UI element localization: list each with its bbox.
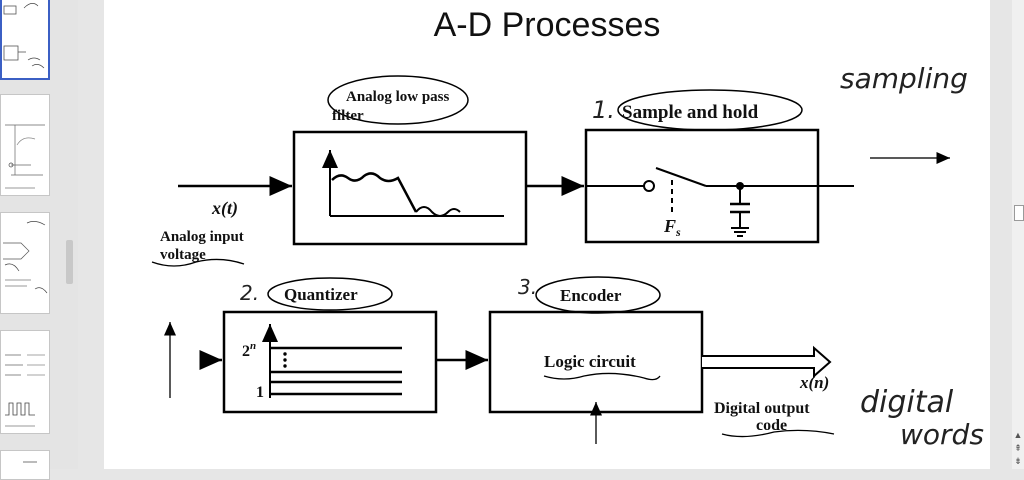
input-label-underline	[151, 258, 245, 267]
thumbnail-scrollbar[interactable]	[64, 0, 74, 469]
sample-hold-label-circle	[617, 89, 803, 131]
slide-scrollbar-thumb[interactable]	[1014, 205, 1024, 221]
quantizer-block	[222, 310, 438, 414]
slide-canvas: A-D Processes Analog low pass filter x(t…	[104, 0, 990, 469]
slide-thumbnail-4[interactable]	[0, 330, 50, 434]
logic-underline	[543, 372, 661, 381]
filter-block	[292, 130, 528, 246]
sample-hold-block	[584, 128, 854, 244]
previous-slide-icon[interactable]: ⇞	[1014, 443, 1022, 453]
step-3-annotation: 3.	[518, 275, 537, 299]
quantizer-bottom-level: 1	[256, 384, 264, 401]
encoder-label: Encoder	[560, 286, 622, 305]
sample-hold-label: Sample and hold	[622, 102, 759, 123]
slide-thumbnail-1[interactable]	[0, 0, 50, 80]
scroll-up-icon[interactable]: ▲	[1013, 430, 1023, 440]
next-slide-icon[interactable]: ⇟	[1014, 456, 1022, 466]
quantizer-label-circle	[267, 277, 393, 311]
output-label-line2: code	[756, 417, 787, 434]
quantizer-top-level: 2n	[242, 340, 256, 360]
output-signal-label: x(n)	[799, 373, 829, 392]
slide-thumbnail-3[interactable]	[0, 212, 50, 314]
slide-thumbnail-panel	[0, 0, 78, 480]
sampling-annotation: sampling	[840, 62, 968, 95]
slide-thumbnail-5[interactable]	[0, 450, 50, 480]
slide-scrollbar[interactable]	[1012, 0, 1024, 469]
slide-thumbnail-2[interactable]	[0, 94, 50, 196]
encoder-label-circle	[535, 276, 661, 314]
output-underline	[721, 429, 835, 438]
filter-label-circle	[327, 75, 469, 125]
input-label-line2: voltage	[160, 247, 206, 263]
ad-process-diagram: Analog low pass filter x(t) Analog input…	[151, 62, 984, 451]
digital-annotation: digital	[860, 385, 954, 420]
step-2-annotation: 2.	[240, 281, 259, 305]
fs-label: Fs	[663, 216, 681, 239]
filter-label-line2: filter	[332, 108, 364, 124]
filter-label-line1: Analog low pass	[346, 89, 450, 105]
output-label-line1: Digital output	[714, 400, 810, 417]
logic-circuit-label: Logic circuit	[544, 352, 636, 371]
input-signal-label: x(t)	[211, 198, 238, 219]
input-label-line1: Analog input	[160, 229, 244, 245]
quantizer-label: Quantizer	[284, 285, 358, 304]
step-1-annotation: 1.	[592, 96, 615, 124]
thumbnail-scrollbar-thumb[interactable]	[66, 240, 73, 284]
encoder-block	[488, 310, 832, 414]
words-annotation: words	[900, 418, 984, 451]
slide-title: A-D Processes	[433, 6, 661, 44]
